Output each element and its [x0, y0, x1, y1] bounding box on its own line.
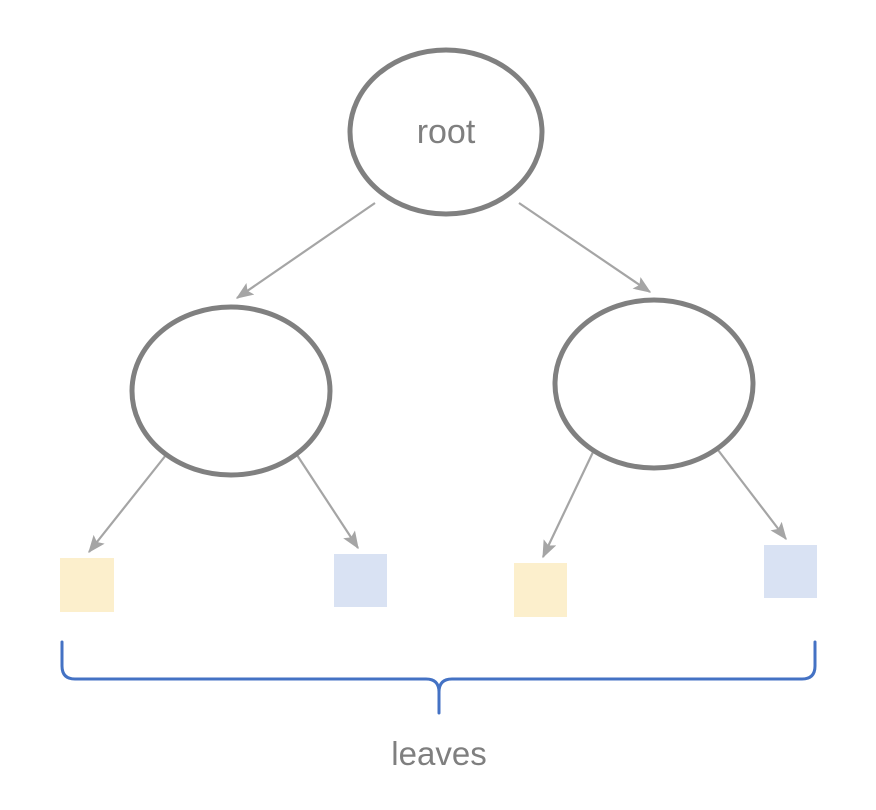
node-internal-right[interactable]	[552, 297, 756, 471]
node-root-label: root	[417, 113, 476, 151]
edge-root-to-right-internal	[518, 202, 652, 293]
edge-group	[88, 202, 787, 559]
node-internal-left[interactable]	[129, 304, 333, 478]
leaf-node-4[interactable]	[764, 545, 817, 598]
leaf-group	[60, 545, 817, 617]
node-group: root	[129, 47, 756, 478]
edge-root-to-left-internal	[235, 202, 376, 299]
curly-brace-icon	[60, 640, 817, 715]
edge-left-internal-to-leaf-2	[296, 454, 359, 550]
leaf-node-3[interactable]	[514, 563, 567, 617]
edge-left-internal-to-leaf-1	[88, 454, 167, 554]
leaf-node-2[interactable]	[334, 554, 387, 607]
leaves-label: leaves	[391, 735, 486, 772]
edge-right-internal-to-leaf-4	[717, 449, 787, 541]
leaves-brace-annotation: leaves	[60, 640, 817, 772]
edge-right-internal-to-leaf-3	[542, 449, 595, 559]
leaf-node-1[interactable]	[60, 558, 114, 612]
node-root[interactable]	[347, 47, 545, 217]
